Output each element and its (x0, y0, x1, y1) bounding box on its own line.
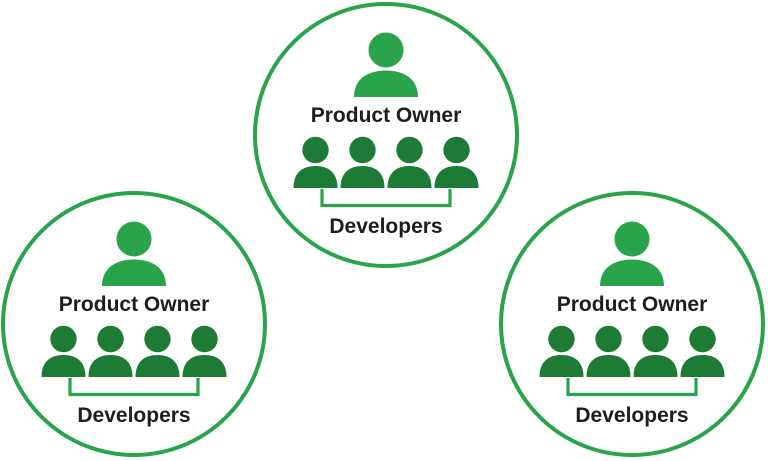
developer-icon (539, 325, 584, 377)
product-owner-icon (102, 221, 166, 286)
developer-icon (434, 136, 479, 188)
product-owner-label: Product Owner (311, 104, 462, 127)
team-circle-outline (499, 191, 765, 457)
developer-icon (293, 136, 338, 188)
developer-icon (586, 325, 631, 377)
developer-icon (41, 325, 86, 377)
developers-label: Developers (77, 404, 190, 427)
scrum-team-circle-bottom-right: Product Owner Developers (499, 191, 765, 457)
developers-label: Developers (575, 404, 688, 427)
scrum-team-circle-top: Product Owner Developers (253, 2, 519, 268)
product-owner-label: Product Owner (59, 293, 210, 316)
developers-bracket (68, 378, 200, 397)
developer-icon (182, 325, 227, 377)
developer-icon (88, 325, 133, 377)
product-owner-icon (600, 221, 664, 286)
developer-icon (387, 136, 432, 188)
developer-icon (340, 136, 385, 188)
product-owner-label: Product Owner (557, 293, 708, 316)
developers-label: Developers (329, 215, 442, 238)
team-circle-outline (1, 191, 267, 457)
developers-bracket (320, 189, 452, 208)
team-circle-outline (253, 2, 519, 268)
developer-icon (135, 325, 180, 377)
developer-icon (680, 325, 725, 377)
product-owner-icon (354, 32, 418, 97)
developer-icon (633, 325, 678, 377)
scrum-team-circle-bottom-left: Product Owner Developers (1, 191, 267, 457)
developers-bracket (566, 378, 698, 397)
